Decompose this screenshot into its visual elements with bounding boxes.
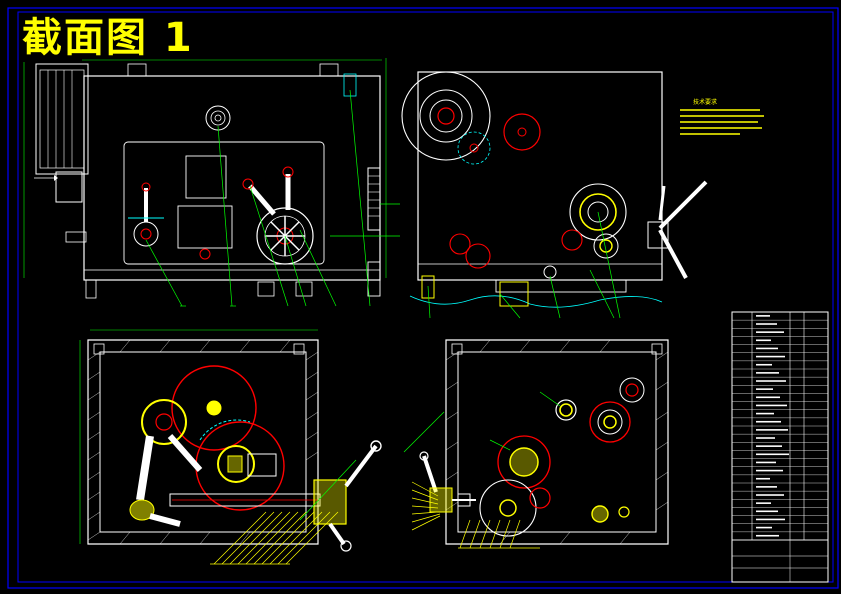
section-left-leaders xyxy=(210,511,339,565)
bom-row-text xyxy=(756,534,779,537)
bom-row-text xyxy=(756,453,789,456)
title-block xyxy=(731,539,829,583)
bom-row-text xyxy=(756,347,778,350)
front-casing xyxy=(83,75,381,281)
side-elevation-view xyxy=(401,71,764,319)
bom-row-text xyxy=(756,494,784,496)
technical-notes xyxy=(680,109,764,135)
output-shaft xyxy=(169,493,321,507)
side-handle xyxy=(658,180,708,230)
gear-section-view-right xyxy=(403,339,669,549)
bom-row-text xyxy=(756,445,782,447)
bom-row-text xyxy=(756,355,785,358)
bom-row-text xyxy=(756,412,774,415)
drive-wheel xyxy=(401,71,491,161)
bom-row-text xyxy=(756,502,771,504)
shift-gear-cluster xyxy=(256,207,314,265)
bom-row-text xyxy=(756,469,783,472)
section-right-gear xyxy=(497,435,551,489)
bom-row-text xyxy=(756,363,772,366)
nameplate xyxy=(185,155,227,199)
side-flange xyxy=(367,167,381,231)
front-view-leaders xyxy=(145,89,400,307)
drawing-title: 截面图 1 xyxy=(22,15,194,61)
bom-row-text xyxy=(756,420,781,423)
bom-row-text xyxy=(756,477,770,480)
bom-row-text xyxy=(756,429,788,431)
front-elevation-view xyxy=(23,58,400,307)
side-gear-cluster xyxy=(569,183,627,241)
pulley-housing xyxy=(35,63,89,175)
motor-coupling xyxy=(55,171,83,203)
section-gear-pinion xyxy=(141,399,187,445)
bom-row-text xyxy=(756,461,776,464)
front-panel xyxy=(123,141,325,265)
bom-row-text xyxy=(756,404,787,407)
side-casing xyxy=(417,71,663,281)
bom-row-text xyxy=(756,526,772,529)
bom-row-text xyxy=(756,396,780,399)
bill-of-materials xyxy=(731,311,829,583)
bom-row-text xyxy=(756,339,771,342)
bom-row-text xyxy=(756,518,785,521)
bom-row-text xyxy=(756,372,779,374)
bom-row-text xyxy=(756,486,777,488)
inspection-plate xyxy=(177,205,233,249)
bom-row-text xyxy=(756,323,777,325)
inner-frame xyxy=(17,11,834,583)
section-right-leaders xyxy=(411,481,540,549)
bom-row-text xyxy=(756,331,784,333)
bom-row-text xyxy=(756,315,770,317)
bom-row-text xyxy=(756,510,778,513)
outer-border xyxy=(7,7,839,589)
left-lever-hub xyxy=(133,221,159,247)
bom-row-text xyxy=(756,437,775,439)
gear-section-view-left xyxy=(79,329,382,565)
side-gear-a xyxy=(503,113,541,151)
bom-row-text xyxy=(756,388,773,390)
technical-notes-heading: 技术要求 xyxy=(693,99,718,106)
bom-row-text xyxy=(756,380,786,382)
section-gear-large xyxy=(171,365,257,451)
